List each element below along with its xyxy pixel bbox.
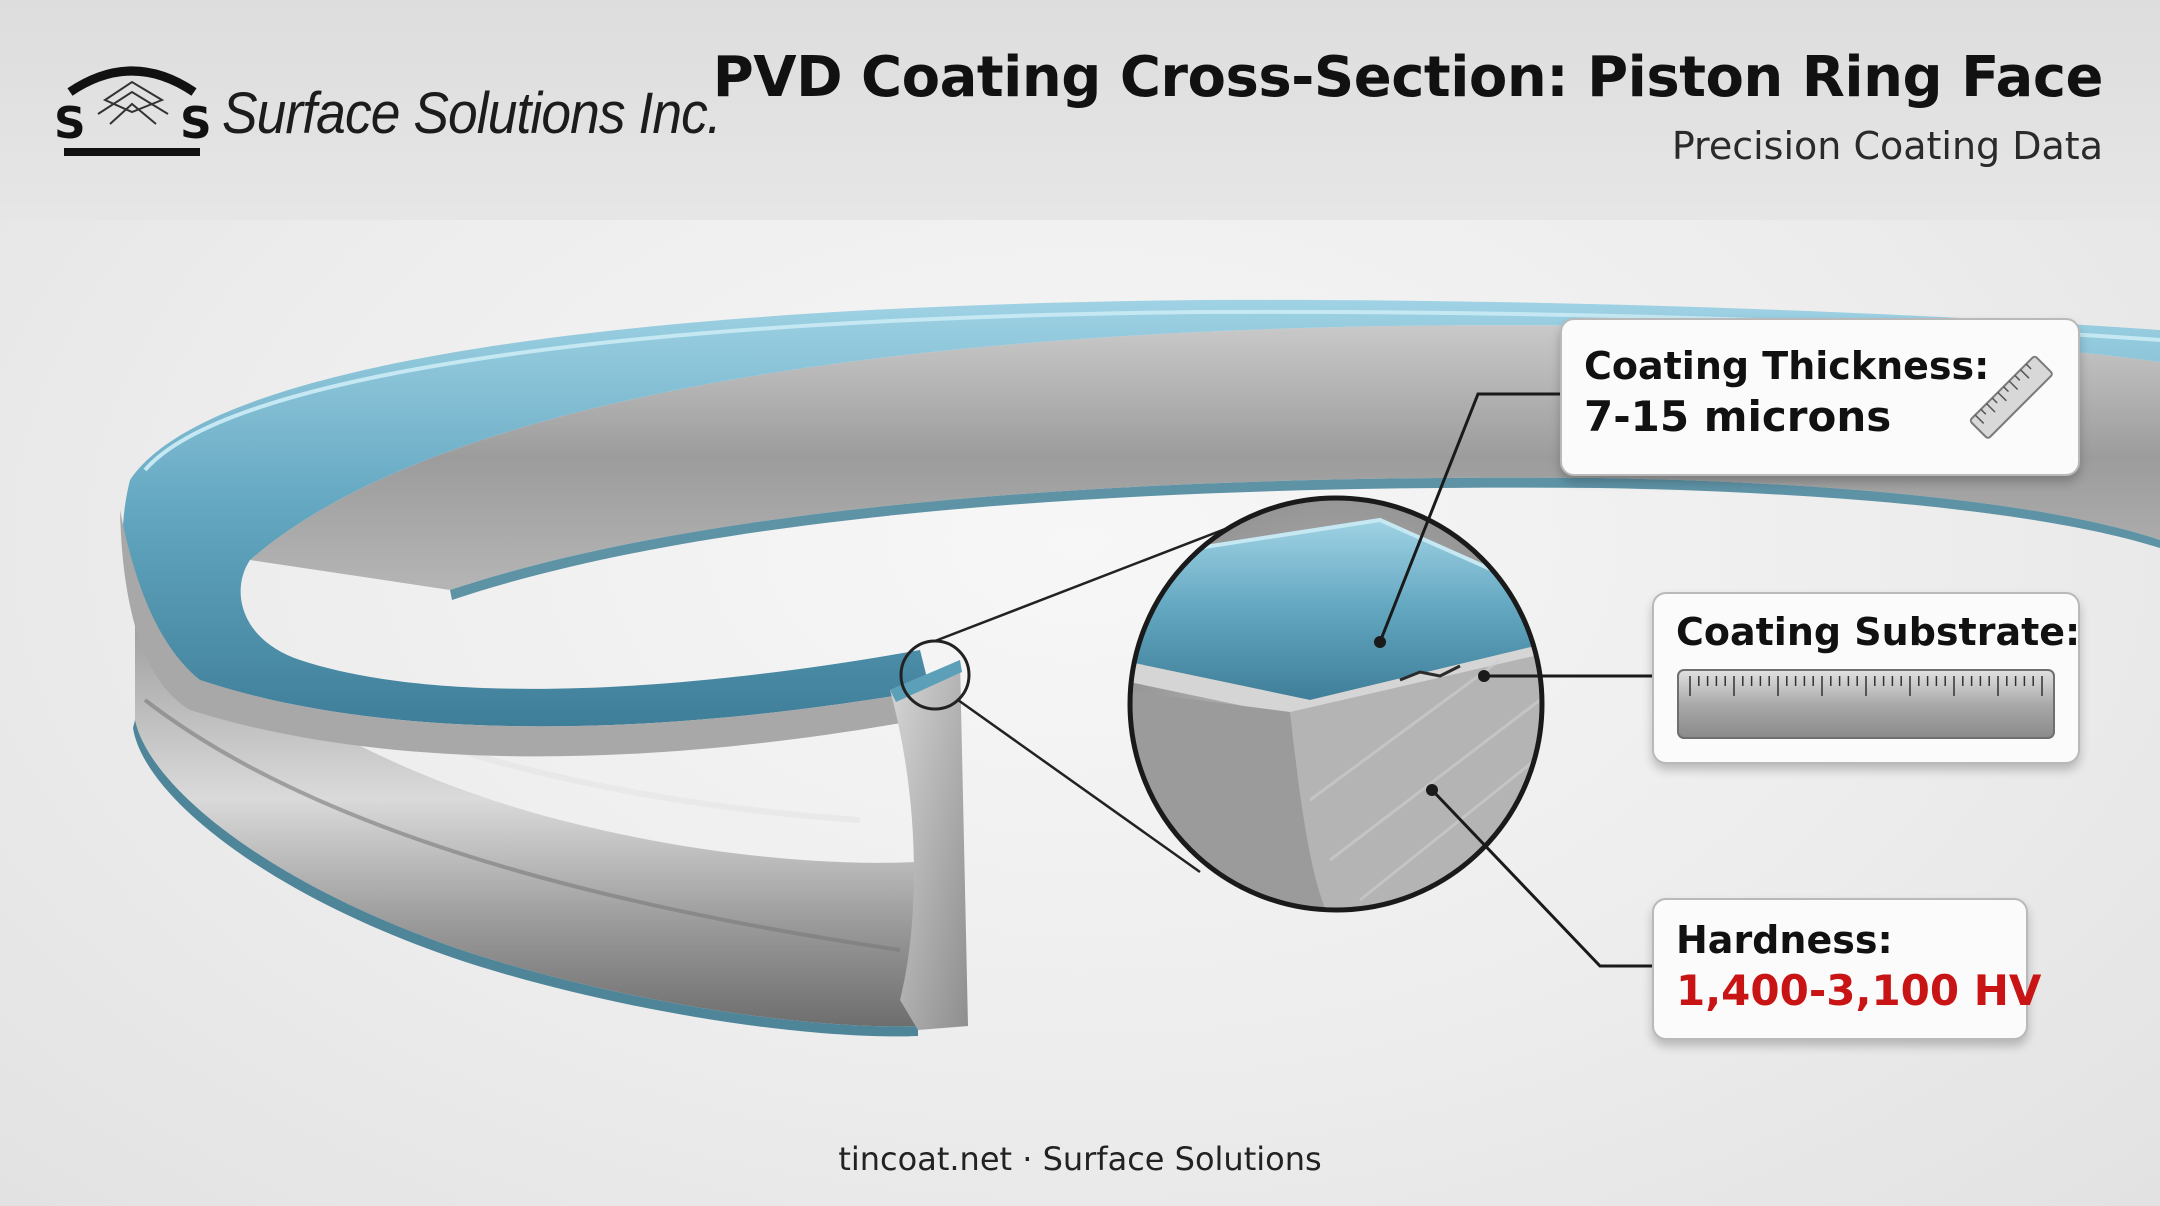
header-banner: S S Surface Solutions Inc. PVD Coating C… [0,0,2160,220]
coating-thickness-label: Coating Thickness: [1584,344,1990,388]
footer-credit: tincoat.net · Surface Solutions [838,1140,1322,1178]
hardness-label: Hardness: [1676,918,1893,962]
logo-letter-right: S [180,98,212,149]
ruler-icon [1969,355,2053,439]
company-logo-icon: S S [54,66,212,156]
callout-hardness: Hardness: 1,400-3,100 HV [1652,898,2041,1040]
diagram-subtitle: Precision Coating Data [1671,124,2103,168]
hardness-value: 1,400-3,100 HV [1676,966,2042,1015]
callout-coating-substrate: Coating Substrate: [1652,592,2080,764]
magnified-cross-section [1127,495,1545,913]
diagram-title: PVD Coating Cross-Section: Piston Ring F… [712,45,2104,110]
zoom-line-bottom [957,698,1201,874]
ring-cut-end [890,660,968,1030]
callout-coating-thickness: Coating Thickness: 7-15 microns [1560,318,2080,476]
company-name: Surface Solutions Inc. [222,81,722,146]
coating-thickness-value: 7-15 microns [1584,392,1892,441]
steel-scale-bar-icon [1677,669,2055,739]
coating-substrate-label: Coating Substrate: [1676,610,2081,654]
logo-letter-left: S [54,98,86,149]
ring-front-face [133,520,918,1037]
leader-lines [1374,392,1652,968]
